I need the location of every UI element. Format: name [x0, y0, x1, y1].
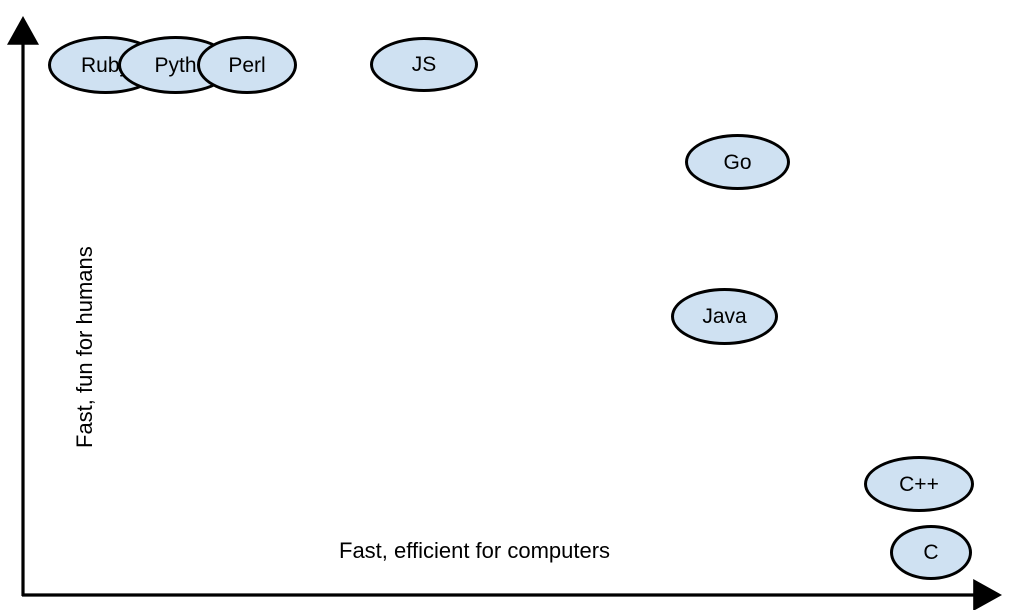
x-axis-label: Fast, efficient for computers: [339, 538, 611, 563]
node-label-cpp: C++: [899, 472, 939, 496]
node-cpp[interactable]: C++: [864, 456, 974, 512]
node-label-js: JS: [411, 53, 437, 76]
node-go[interactable]: Go: [685, 134, 790, 190]
y-axis-label: Fast, fun for humans: [72, 246, 97, 448]
node-c[interactable]: C: [890, 525, 972, 580]
node-label-go: Go: [723, 150, 752, 174]
node-label-perl: Perl: [228, 53, 266, 77]
node-js[interactable]: JS: [370, 37, 478, 92]
node-label-java: Java: [702, 305, 747, 328]
node-perl[interactable]: Perl: [197, 36, 297, 94]
node-label-c: C: [923, 541, 939, 564]
node-label-python: Pyth: [154, 53, 197, 77]
node-java[interactable]: Java: [671, 288, 778, 345]
